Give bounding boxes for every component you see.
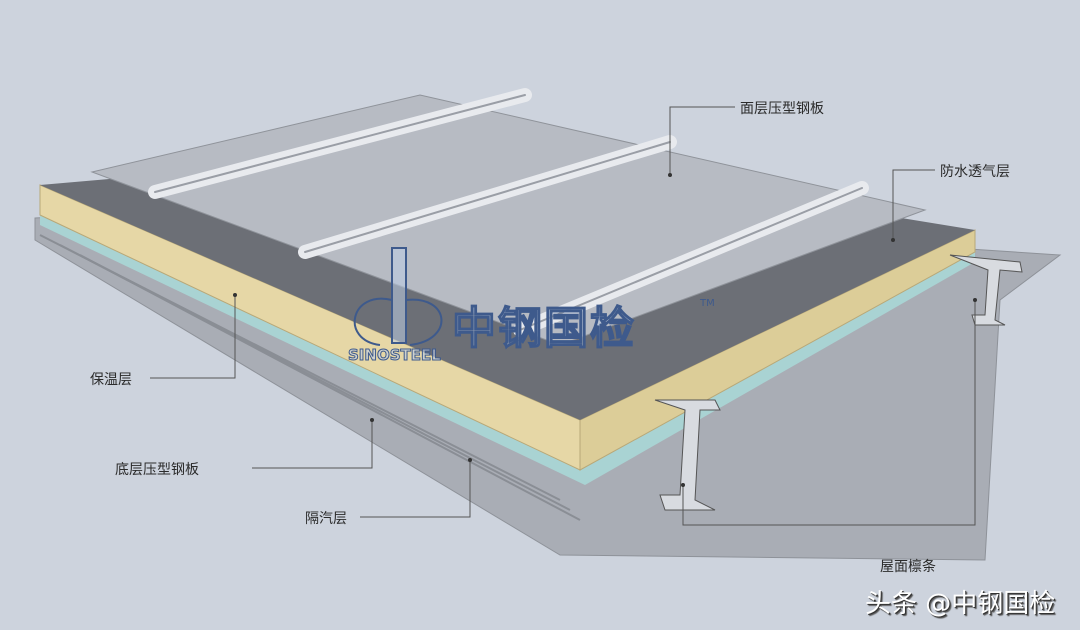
logo-text-cn: 中钢国检 [451,302,636,355]
label-bottom-panel: 底层压型钢板 [115,462,199,478]
purlin-front [654,399,721,511]
leader-dots [233,173,977,487]
label-vapor-barrier: 隔汽层 [305,511,347,527]
logo-text-en: SINOSTEEL [348,346,442,365]
purlin-back [949,254,1023,326]
label-insulation: 保温层 [90,372,132,388]
label-purlin: 屋面檩条 [880,559,936,575]
bottom-corrugations [39,234,581,521]
label-waterproof: 防水透气层 [940,164,1010,180]
logo-mark [353,247,443,346]
leader-lines [150,106,976,526]
panel-ribs [148,88,869,337]
logo-trademark: TM [700,298,715,309]
watermark: 头条 @中钢国检 [865,589,1056,619]
label-top-panel: 面层压型钢板 [740,101,824,117]
